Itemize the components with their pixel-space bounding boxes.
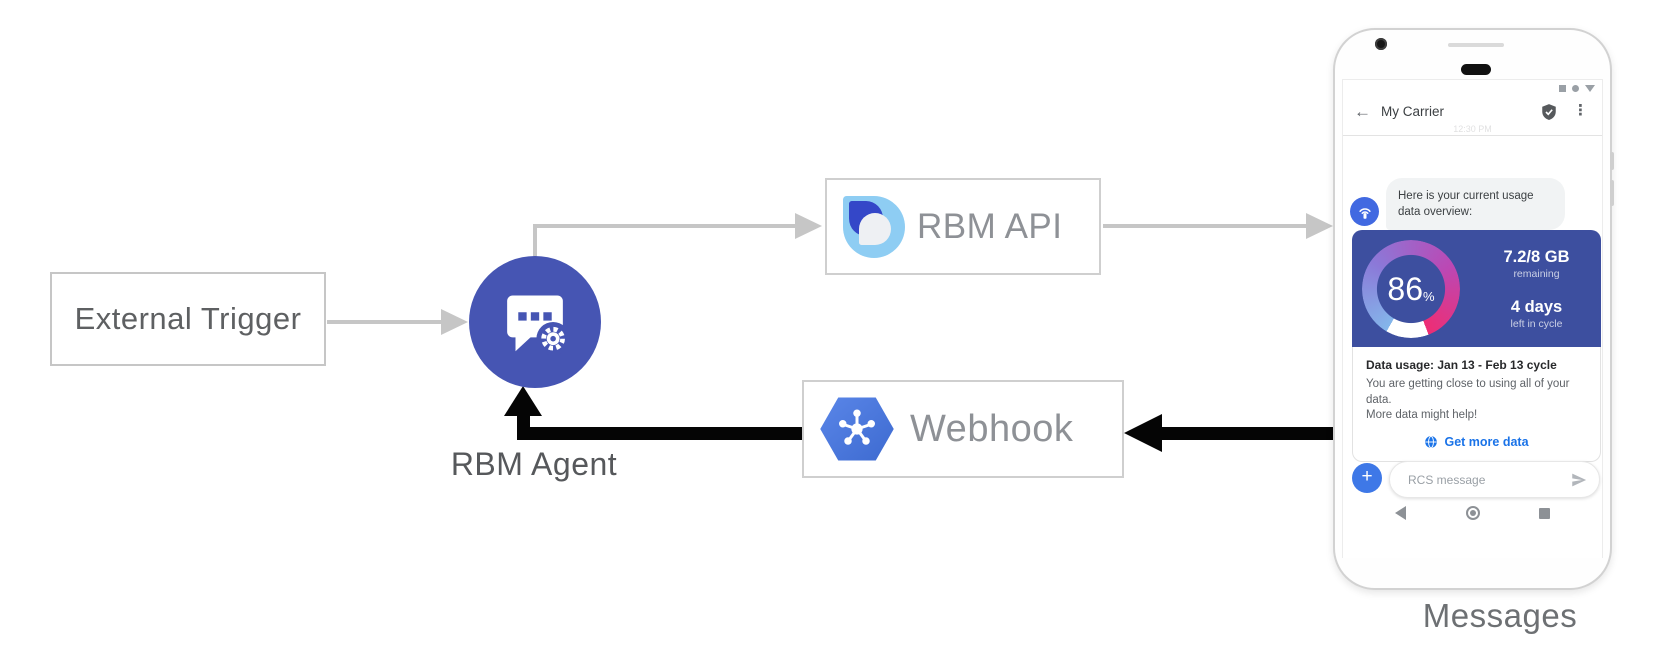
- days-left-label: left in cycle: [1510, 318, 1563, 330]
- arrow-trigger-to-agent: [327, 320, 443, 324]
- android-nav-bar: [1395, 505, 1550, 521]
- hotspot-icon: [1358, 207, 1371, 219]
- data-usage-gauge: [1362, 240, 1460, 338]
- node-rbm-agent: [469, 256, 601, 388]
- verified-shield-icon[interactable]: [1540, 102, 1558, 122]
- message-input-pill: [1389, 461, 1600, 498]
- message-timestamp: 12:30 PM: [1453, 124, 1492, 134]
- arrow-webhook-to-agent-vertical: [517, 413, 530, 440]
- send-icon[interactable]: [1570, 471, 1588, 489]
- bubble-line-2: data overview:: [1398, 206, 1473, 218]
- nav-back-icon[interactable]: [1395, 506, 1406, 520]
- external-trigger-label: External Trigger: [74, 301, 302, 336]
- arrowhead-trigger-to-agent: [441, 309, 468, 335]
- rbm-agent-label: RBM Agent: [450, 446, 618, 482]
- data-remaining-value: 7.2/8 GB: [1503, 248, 1570, 266]
- node-external-trigger: External Trigger: [50, 272, 326, 366]
- front-camera-icon: [1375, 38, 1387, 50]
- arrowhead-phone-to-webhook: [1124, 414, 1162, 452]
- status-triangle-icon: [1585, 85, 1595, 92]
- messages-app-label: Messages: [1422, 597, 1578, 634]
- usage-card-body: Data usage: Jan 13 - Feb 13 cycle You ar…: [1352, 347, 1601, 462]
- arrowhead-agent-to-api: [795, 213, 822, 239]
- days-left-value: 4 days: [1510, 298, 1563, 316]
- compose-bar: +: [1343, 461, 1602, 501]
- usage-card-title: Data usage: Jan 13 - Feb 13 cycle: [1366, 358, 1557, 372]
- rbm-api-label: RBM API: [917, 206, 1063, 246]
- usage-gauge-panel: 86% 7.2/8 GB remaining 4 days left in cy…: [1352, 230, 1601, 347]
- rich-card: 86% 7.2/8 GB remaining 4 days left in cy…: [1352, 230, 1601, 462]
- rcs-message-input[interactable]: [1406, 468, 1550, 492]
- webhook-hexagon-icon: [820, 397, 894, 461]
- get-more-data-button[interactable]: Get more data: [1366, 435, 1587, 449]
- agent-message-bubble: Here is your current usage data overview…: [1386, 178, 1565, 230]
- status-bar: [1559, 85, 1595, 92]
- globe-icon: [1425, 435, 1438, 448]
- node-rbm-api: RBM API: [825, 178, 1101, 275]
- rbm-api-logo-icon: [843, 195, 905, 258]
- gauge-percent: 86%: [1387, 270, 1435, 307]
- arrow-agent-to-api-horizontal: [533, 224, 795, 228]
- overflow-menu-icon[interactable]: ⋮: [1573, 102, 1588, 119]
- arrow-agent-to-api-vertical: [533, 226, 537, 258]
- data-remaining-label: remaining: [1513, 268, 1560, 280]
- carrier-avatar: [1350, 197, 1379, 226]
- bubble-line-1: Here is your current usage: [1398, 190, 1534, 202]
- arrowhead-api-to-phone: [1306, 213, 1333, 239]
- add-attachment-button[interactable]: +: [1352, 463, 1382, 493]
- usage-card-text: You are getting close to using all of yo…: [1366, 378, 1570, 421]
- header-divider: [1343, 135, 1602, 136]
- phone-device: ← My Carrier ⋮ 12:30 PM: [1333, 28, 1614, 590]
- nav-home-icon[interactable]: [1465, 506, 1480, 520]
- nav-recents-icon[interactable]: [1539, 507, 1550, 519]
- arrow-webhook-to-agent-horizontal: [523, 427, 804, 440]
- webhook-label: Webhook: [910, 407, 1074, 450]
- status-dot-icon: [1572, 85, 1579, 92]
- back-arrow-icon[interactable]: ←: [1354, 102, 1371, 121]
- conversation-header: ← My Carrier ⋮: [1343, 96, 1602, 132]
- arrowhead-webhook-to-agent: [504, 386, 542, 416]
- node-webhook: Webhook: [802, 380, 1124, 478]
- arrow-phone-to-webhook: [1158, 427, 1335, 440]
- conversation-title: My Carrier: [1381, 104, 1444, 119]
- volume-button[interactable]: [1610, 180, 1614, 206]
- status-square-icon: [1559, 85, 1566, 92]
- arrow-api-to-phone: [1103, 224, 1306, 228]
- phone-screen: ← My Carrier ⋮ 12:30 PM: [1342, 79, 1603, 558]
- earpiece: [1461, 64, 1491, 75]
- power-button[interactable]: [1610, 152, 1614, 170]
- top-speaker-slot: [1448, 43, 1504, 47]
- chat-gear-icon: [507, 295, 570, 356]
- usage-stats: 7.2/8 GB remaining 4 days left in cycle: [1484, 248, 1589, 330]
